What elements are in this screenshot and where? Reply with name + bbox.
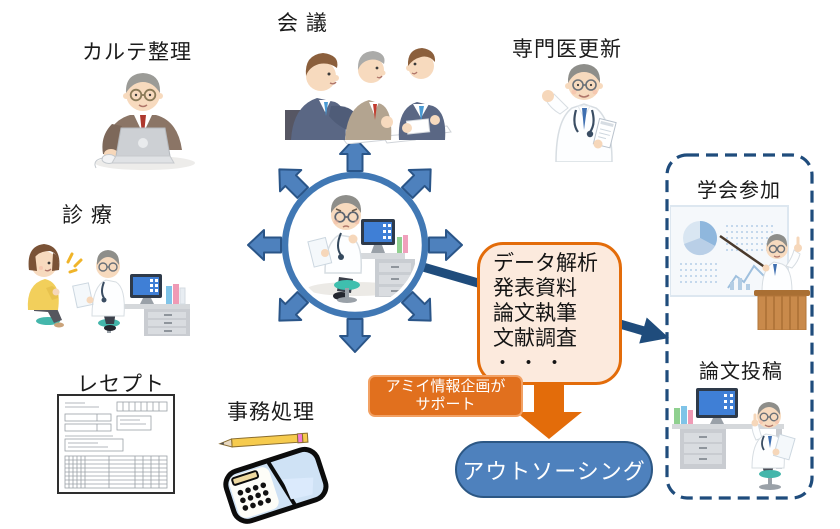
task-item: 発表資料 <box>493 277 577 300</box>
pencil-icon <box>218 432 309 448</box>
arrow-southeast <box>401 291 432 322</box>
doctor <box>751 402 796 490</box>
calculator-and-pencil-illustration <box>218 432 329 524</box>
label-senmon: 専門医更新 <box>512 38 622 61</box>
task-item: データ解析 <box>493 252 598 275</box>
doctor-presenting-at-conference-illustration <box>670 205 810 330</box>
arrow-northeast <box>401 168 432 199</box>
business-meeting-illustration <box>285 48 452 144</box>
arrow-west <box>247 229 282 261</box>
outsourcing-pill: アウトソーシング <box>455 441 653 498</box>
task-item: 論文執筆 <box>493 302 577 325</box>
support-badge-line1: アミイ情報企画が <box>385 378 506 395</box>
doctor-submitting-paper-illustration <box>672 388 796 490</box>
doctor-with-clipboard-illustration <box>542 64 617 162</box>
label-recept: レセプト <box>77 373 165 396</box>
person-middle <box>345 51 393 140</box>
doctor-examining-patient-illustration <box>27 244 190 336</box>
label-ronbun-toko: 論文投稿 <box>699 361 783 383</box>
label-jimu: 事務処理 <box>227 401 315 424</box>
monitor-icon <box>361 219 395 253</box>
monitor-icon <box>696 388 738 424</box>
label-shinryo: 診 療 <box>62 204 113 227</box>
label-gakkai: 学会参加 <box>697 180 781 202</box>
person-right <box>398 48 446 140</box>
arrow-north <box>339 137 371 172</box>
task-item: 文献調査 <box>493 327 577 350</box>
arrow-northwest <box>278 168 309 199</box>
task-box: データ解析 発表資料 論文執筆 文献調査 ・・・ <box>477 242 622 385</box>
orange-down-arrow <box>516 381 582 439</box>
radiating-arrows <box>247 137 463 353</box>
medical-receipt-form-illustration <box>57 394 175 494</box>
calculator-icon <box>223 446 329 524</box>
exclamation-sparks-icon <box>66 252 83 274</box>
desk-icon <box>108 274 190 336</box>
presenter-doctor <box>761 234 802 293</box>
glasses-icon <box>129 88 157 102</box>
support-badge: アミイ情報企画が サポート <box>368 375 523 417</box>
stressed-doctor-at-desk-illustration <box>307 195 415 303</box>
pointer-stick-icon <box>719 234 767 270</box>
laptop-icon <box>111 127 175 164</box>
podium-icon <box>754 290 810 330</box>
doctor <box>72 250 125 333</box>
doctor-working-on-laptop-illustration <box>94 73 195 170</box>
task-item-ellipsis: ・・・ <box>493 353 572 374</box>
support-badge-line2: サポート <box>415 396 476 413</box>
pie-chart-icon <box>683 221 717 256</box>
patient <box>27 244 64 328</box>
outsourcing-label: アウトソーシング <box>462 458 646 484</box>
stethoscope-icon <box>573 109 595 133</box>
label-kaigi: 会 議 <box>277 12 328 35</box>
arrow-south <box>339 318 371 353</box>
arrow-east <box>428 229 463 261</box>
arrow-southwest <box>278 291 309 322</box>
label-karte: カルテ整理 <box>82 41 192 64</box>
outcome-dashed-box <box>665 153 814 500</box>
